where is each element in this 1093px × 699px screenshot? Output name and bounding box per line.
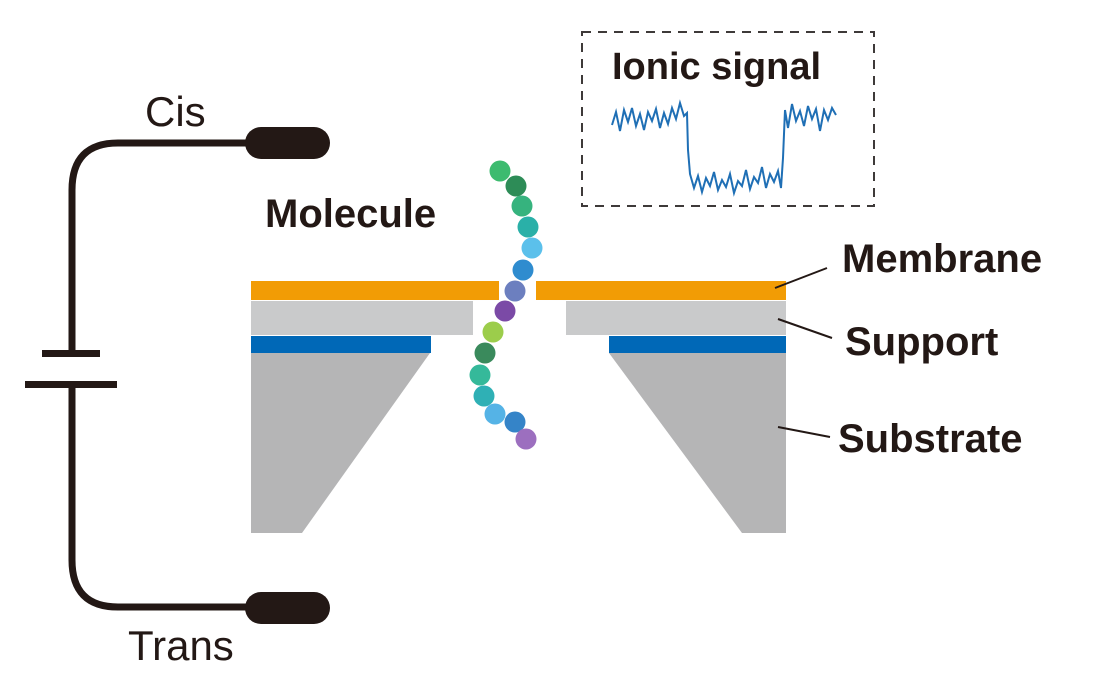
support-right <box>566 301 786 335</box>
molecule-bead <box>482 321 504 343</box>
molecule-bead <box>484 403 506 425</box>
molecule-bead <box>517 216 539 238</box>
membrane-label: Membrane <box>842 237 1042 281</box>
membrane-leader <box>774 267 828 289</box>
ionic-signal-frame <box>581 31 875 207</box>
support-label: Support <box>845 320 998 364</box>
support-leader <box>777 318 833 339</box>
battery-symbol-icon <box>25 350 117 388</box>
molecule-bead <box>515 428 537 450</box>
current-trace-icon <box>611 99 837 197</box>
molecule-bead <box>521 237 543 259</box>
molecule-bead <box>494 300 516 322</box>
trans-label: Trans <box>128 622 234 669</box>
ionic-signal-title: Ionic signal <box>612 46 821 88</box>
circuit-wire <box>68 139 255 611</box>
molecule-bead <box>489 160 511 182</box>
substrate-leader <box>777 426 831 438</box>
substrate-label: Substrate <box>838 417 1023 461</box>
molecule-bead <box>512 259 534 281</box>
trans-electrode-icon <box>245 592 330 624</box>
substrate-right <box>609 353 786 533</box>
molecule-bead <box>469 364 491 386</box>
molecule-bead <box>504 280 526 302</box>
blue-layer-left <box>251 336 431 353</box>
blue-layer-right <box>609 336 786 353</box>
membrane-right <box>536 281 786 300</box>
cis-label: Cis <box>145 88 206 135</box>
cis-electrode-icon <box>245 127 330 159</box>
membrane-left <box>251 281 499 300</box>
molecule-bead <box>505 175 527 197</box>
molecule-bead <box>504 411 526 433</box>
molecule-bead <box>511 195 533 217</box>
molecule-chain-icon <box>469 160 543 450</box>
substrate-left <box>251 353 430 533</box>
molecule-bead <box>473 385 495 407</box>
support-left <box>251 301 473 335</box>
molecule-bead <box>474 342 496 364</box>
molecule-label: Molecule <box>265 192 436 236</box>
